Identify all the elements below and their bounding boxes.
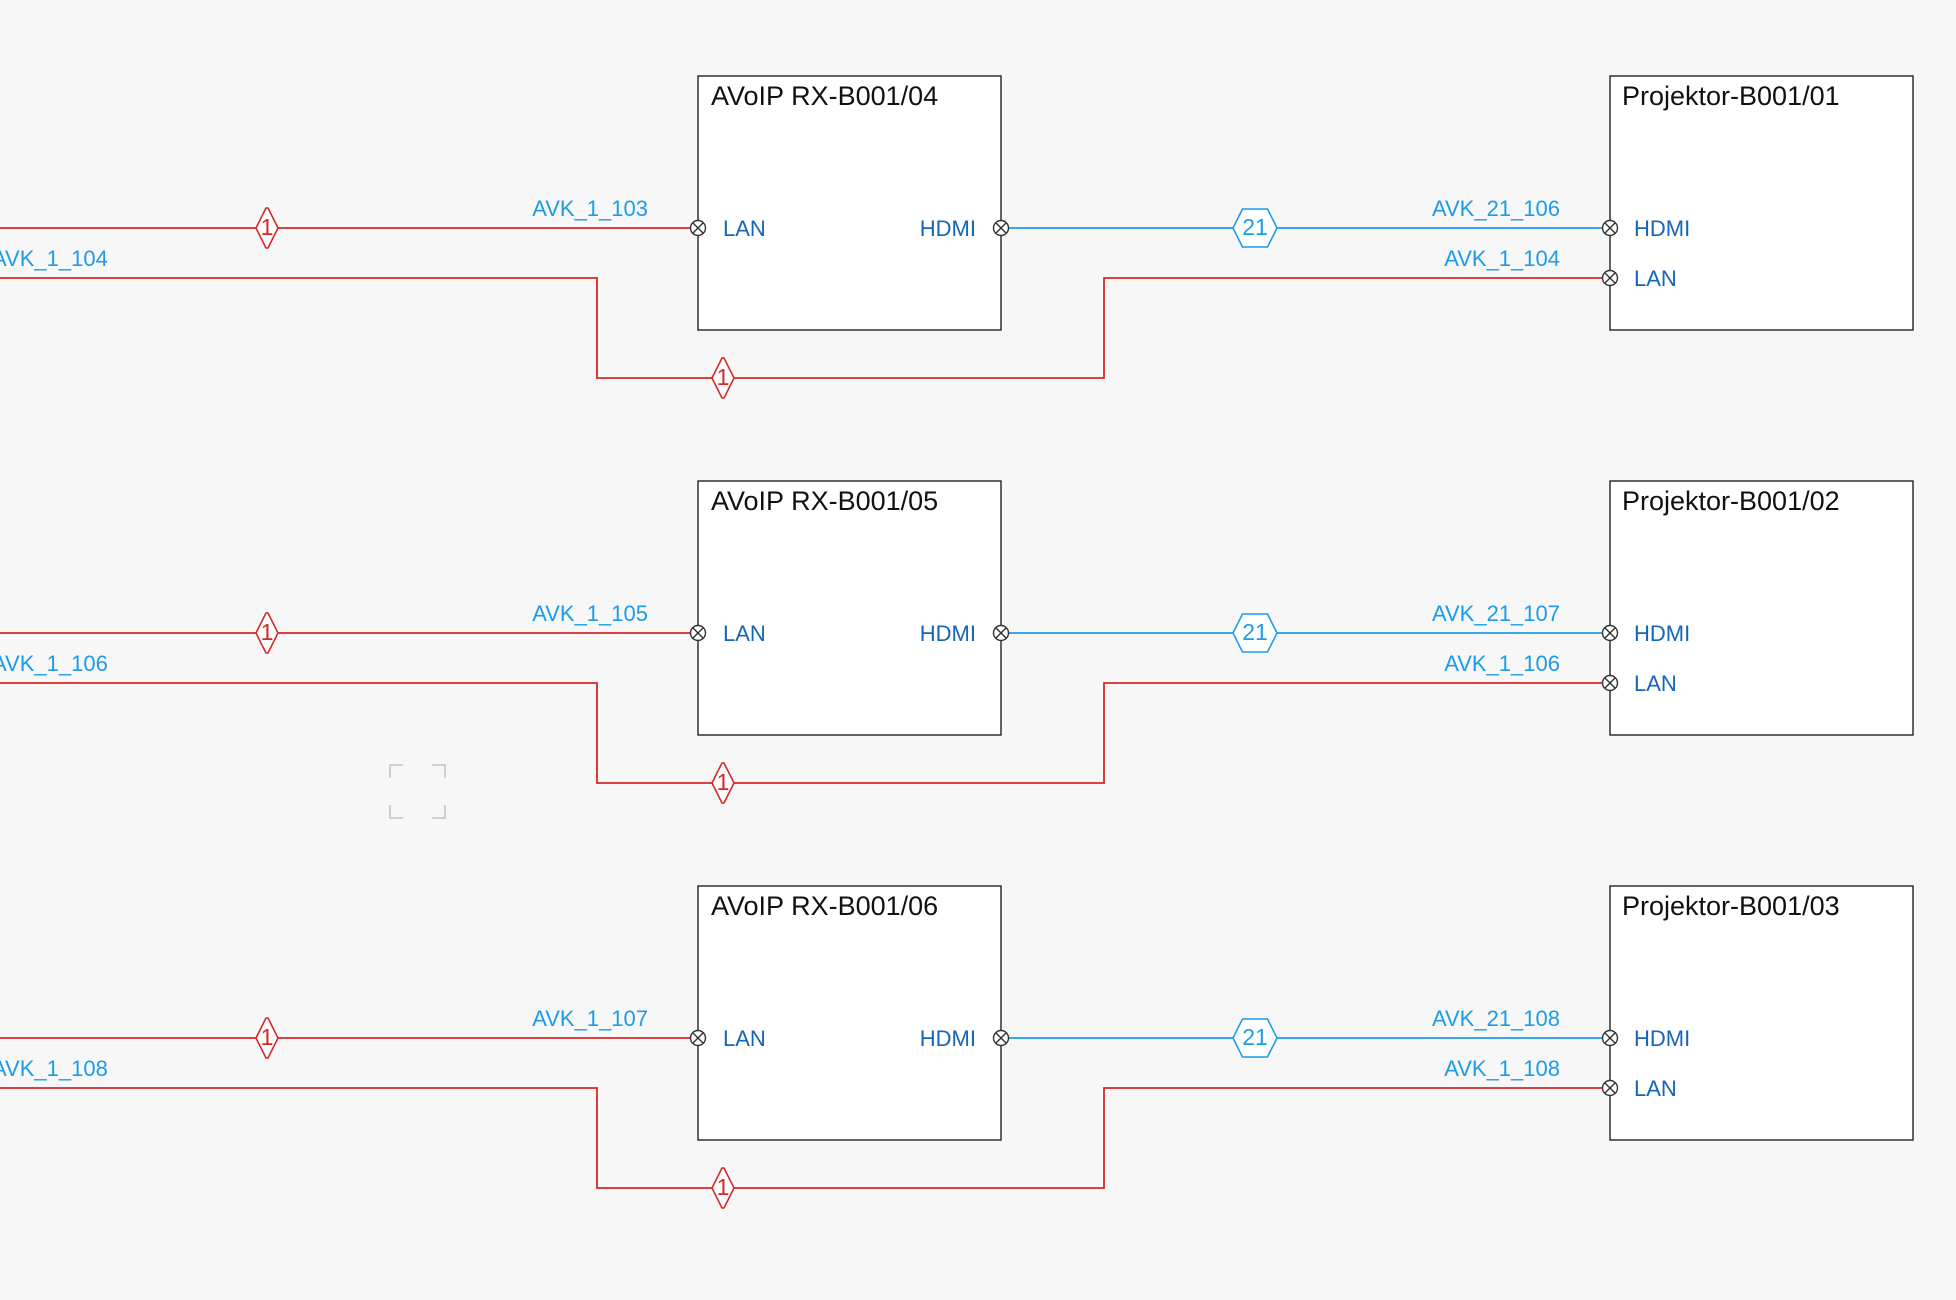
cable-label-hdmi: AVK_21_107 bbox=[1432, 601, 1560, 626]
cable-badge-number: 1 bbox=[261, 214, 274, 240]
receiver-hdmi-port-label: HDMI bbox=[920, 1026, 976, 1051]
connector-cross bbox=[1604, 272, 1616, 284]
cable-badge-shape bbox=[1232, 613, 1278, 653]
connector-cross bbox=[1604, 677, 1616, 689]
cable-badge-shape bbox=[255, 612, 279, 654]
selection-marquee bbox=[389, 764, 446, 819]
marquee-corner bbox=[432, 805, 446, 819]
receiver-box[interactable] bbox=[697, 885, 1002, 1141]
cable-badge-number: 21 bbox=[1242, 1024, 1268, 1050]
receiver-lan-port-label: LAN bbox=[723, 216, 766, 241]
cable-badge-lan-projector[interactable]: 1 bbox=[711, 762, 735, 804]
cable-label-projector-lan-left: AVK_1_104 bbox=[0, 246, 108, 271]
cable-badge-shape bbox=[711, 1167, 735, 1209]
projector-box[interactable] bbox=[1609, 480, 1914, 736]
cable-label-rx-lan: AVK_1_103 bbox=[532, 196, 648, 221]
cable-badge-hdmi[interactable]: 21 bbox=[1232, 613, 1278, 653]
cable-label-projector-lan-left: AVK_1_106 bbox=[0, 651, 108, 676]
marquee-corner bbox=[389, 805, 403, 819]
cable-badge-shape bbox=[711, 762, 735, 804]
cable-badge-number: 1 bbox=[717, 769, 730, 795]
receiver-box[interactable] bbox=[697, 480, 1002, 736]
connector-icon[interactable] bbox=[689, 1029, 707, 1047]
connector-icon[interactable] bbox=[1601, 1029, 1619, 1047]
cable-badge-lan-rx[interactable]: 1 bbox=[255, 207, 279, 249]
projector-lan-port-label: LAN bbox=[1634, 671, 1677, 696]
cable-badge-number: 1 bbox=[717, 364, 730, 390]
projector-title: Projektor-B001/02 bbox=[1622, 486, 1840, 516]
connector-cross bbox=[995, 222, 1007, 234]
connector-cross bbox=[1604, 1082, 1616, 1094]
lan-cable-projector[interactable] bbox=[0, 1087, 1610, 1189]
cable-badge-shape bbox=[1232, 1018, 1278, 1058]
cable-label-hdmi: AVK_21_108 bbox=[1432, 1006, 1560, 1031]
cable-badge-hdmi[interactable]: 21 bbox=[1232, 1018, 1278, 1058]
connector-icon[interactable] bbox=[992, 219, 1010, 237]
connector-icon[interactable] bbox=[689, 219, 707, 237]
projector-box[interactable] bbox=[1609, 885, 1914, 1141]
cable-label-hdmi: AVK_21_106 bbox=[1432, 196, 1560, 221]
connector-icon[interactable] bbox=[689, 624, 707, 642]
connector-icon[interactable] bbox=[992, 1029, 1010, 1047]
cable-badge-number: 21 bbox=[1242, 619, 1268, 645]
connector-icon[interactable] bbox=[1601, 219, 1619, 237]
lan-cable-projector[interactable] bbox=[0, 682, 1610, 784]
projector-lan-port-label: LAN bbox=[1634, 1076, 1677, 1101]
lan-cable-projector[interactable] bbox=[0, 277, 1610, 379]
connector-cross bbox=[692, 1032, 704, 1044]
projector-hdmi-port-label: HDMI bbox=[1634, 216, 1690, 241]
projector-hdmi-port-label: HDMI bbox=[1634, 621, 1690, 646]
cable-label-rx-lan: AVK_1_105 bbox=[532, 601, 648, 626]
receiver-box[interactable] bbox=[697, 75, 1002, 331]
connector-cross bbox=[692, 222, 704, 234]
receiver-title: AVoIP RX-B001/06 bbox=[711, 891, 938, 921]
marquee-corner bbox=[432, 764, 446, 778]
cable-badge-shape bbox=[255, 207, 279, 249]
receiver-lan-port-label: LAN bbox=[723, 1026, 766, 1051]
cable-badge-number: 21 bbox=[1242, 214, 1268, 240]
connector-icon[interactable] bbox=[1601, 624, 1619, 642]
cable-badge-lan-projector[interactable]: 1 bbox=[711, 1167, 735, 1209]
connector-cross bbox=[995, 1032, 1007, 1044]
cable-badge-lan-rx[interactable]: 1 bbox=[255, 612, 279, 654]
marquee-corner bbox=[389, 764, 403, 778]
projector-title: Projektor-B001/03 bbox=[1622, 891, 1840, 921]
cable-label-projector-lan: AVK_1_106 bbox=[1444, 651, 1560, 676]
connector-icon[interactable] bbox=[1601, 674, 1619, 692]
connector-cross bbox=[1604, 222, 1616, 234]
connector-cross bbox=[1604, 1032, 1616, 1044]
projector-box[interactable] bbox=[1609, 75, 1914, 331]
cable-badge-shape bbox=[1232, 208, 1278, 248]
projector-title: Projektor-B001/01 bbox=[1622, 81, 1840, 111]
receiver-hdmi-port-label: HDMI bbox=[920, 621, 976, 646]
cable-badge-lan-projector[interactable]: 1 bbox=[711, 357, 735, 399]
cable-badge-number: 1 bbox=[261, 1024, 274, 1050]
projector-hdmi-port-label: HDMI bbox=[1634, 1026, 1690, 1051]
receiver-lan-port-label: LAN bbox=[723, 621, 766, 646]
cable-badge-lan-rx[interactable]: 1 bbox=[255, 1017, 279, 1059]
connector-icon[interactable] bbox=[1601, 1079, 1619, 1097]
connector-cross bbox=[1604, 627, 1616, 639]
cable-label-rx-lan: AVK_1_107 bbox=[532, 1006, 648, 1031]
connector-cross bbox=[692, 627, 704, 639]
cable-badge-shape bbox=[711, 357, 735, 399]
cable-badge-shape bbox=[255, 1017, 279, 1059]
cable-label-projector-lan-left: AVK_1_108 bbox=[0, 1056, 108, 1081]
receiver-title: AVoIP RX-B001/05 bbox=[711, 486, 938, 516]
connector-cross bbox=[995, 627, 1007, 639]
cable-badge-number: 1 bbox=[261, 619, 274, 645]
connector-icon[interactable] bbox=[1601, 269, 1619, 287]
projector-lan-port-label: LAN bbox=[1634, 266, 1677, 291]
receiver-title: AVoIP RX-B001/04 bbox=[711, 81, 938, 111]
cable-badge-hdmi[interactable]: 21 bbox=[1232, 208, 1278, 248]
cable-label-projector-lan: AVK_1_108 bbox=[1444, 1056, 1560, 1081]
cable-label-projector-lan: AVK_1_104 bbox=[1444, 246, 1560, 271]
cable-badge-number: 1 bbox=[717, 1174, 730, 1200]
connector-icon[interactable] bbox=[992, 624, 1010, 642]
receiver-hdmi-port-label: HDMI bbox=[920, 216, 976, 241]
